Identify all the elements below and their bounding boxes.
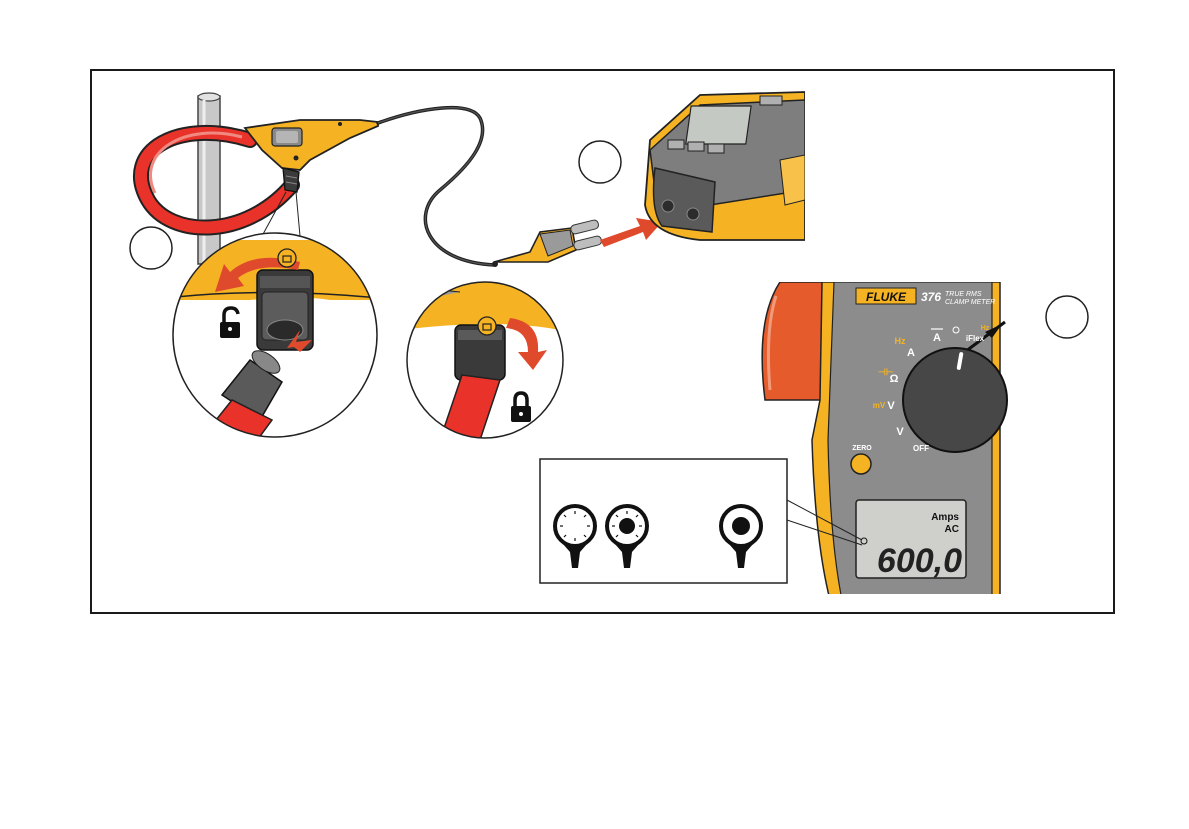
zero-button[interactable]: [851, 454, 871, 474]
callout-3: [1046, 296, 1088, 338]
callout-2: [579, 141, 621, 183]
dial-label-mv: mV: [873, 401, 886, 410]
dial-label-off: OFF: [913, 444, 929, 453]
dial-label-hz: Hz: [895, 336, 906, 346]
brand-logo: FLUKE: [866, 290, 907, 304]
rotary-dial[interactable]: [903, 348, 1007, 452]
detail-lock: [400, 280, 563, 440]
dial-label-iflex: iFlex: [966, 334, 985, 343]
subtitle-line1: TRUE RMS: [945, 291, 982, 298]
iflex-junction: [245, 120, 378, 192]
cap-symbol: ⊣⊢: [878, 367, 894, 377]
dial-label-iflex-hz: Hz: [981, 325, 990, 332]
detail-unlock: [150, 233, 400, 450]
dial-label-v-dc: V: [887, 400, 895, 412]
iflex-plug: [492, 219, 602, 267]
model-label: 376: [921, 290, 941, 304]
zero-label: ZERO: [852, 445, 872, 452]
dial-label-a-dc: A: [933, 332, 941, 344]
lcd-reading: 600,0: [877, 542, 962, 580]
lcd-mode: AC: [945, 524, 959, 535]
meter-top-view: [645, 92, 805, 240]
subtitle-line2: CLAMP METER: [945, 299, 995, 306]
conductor-pole: [198, 93, 220, 264]
dial-label-a-ac: A: [907, 347, 915, 359]
iflex-cable: [378, 108, 495, 265]
lcd-units: Amps: [931, 512, 959, 523]
callout-1: [130, 227, 172, 269]
dial-label-v-ac: V: [896, 426, 904, 438]
